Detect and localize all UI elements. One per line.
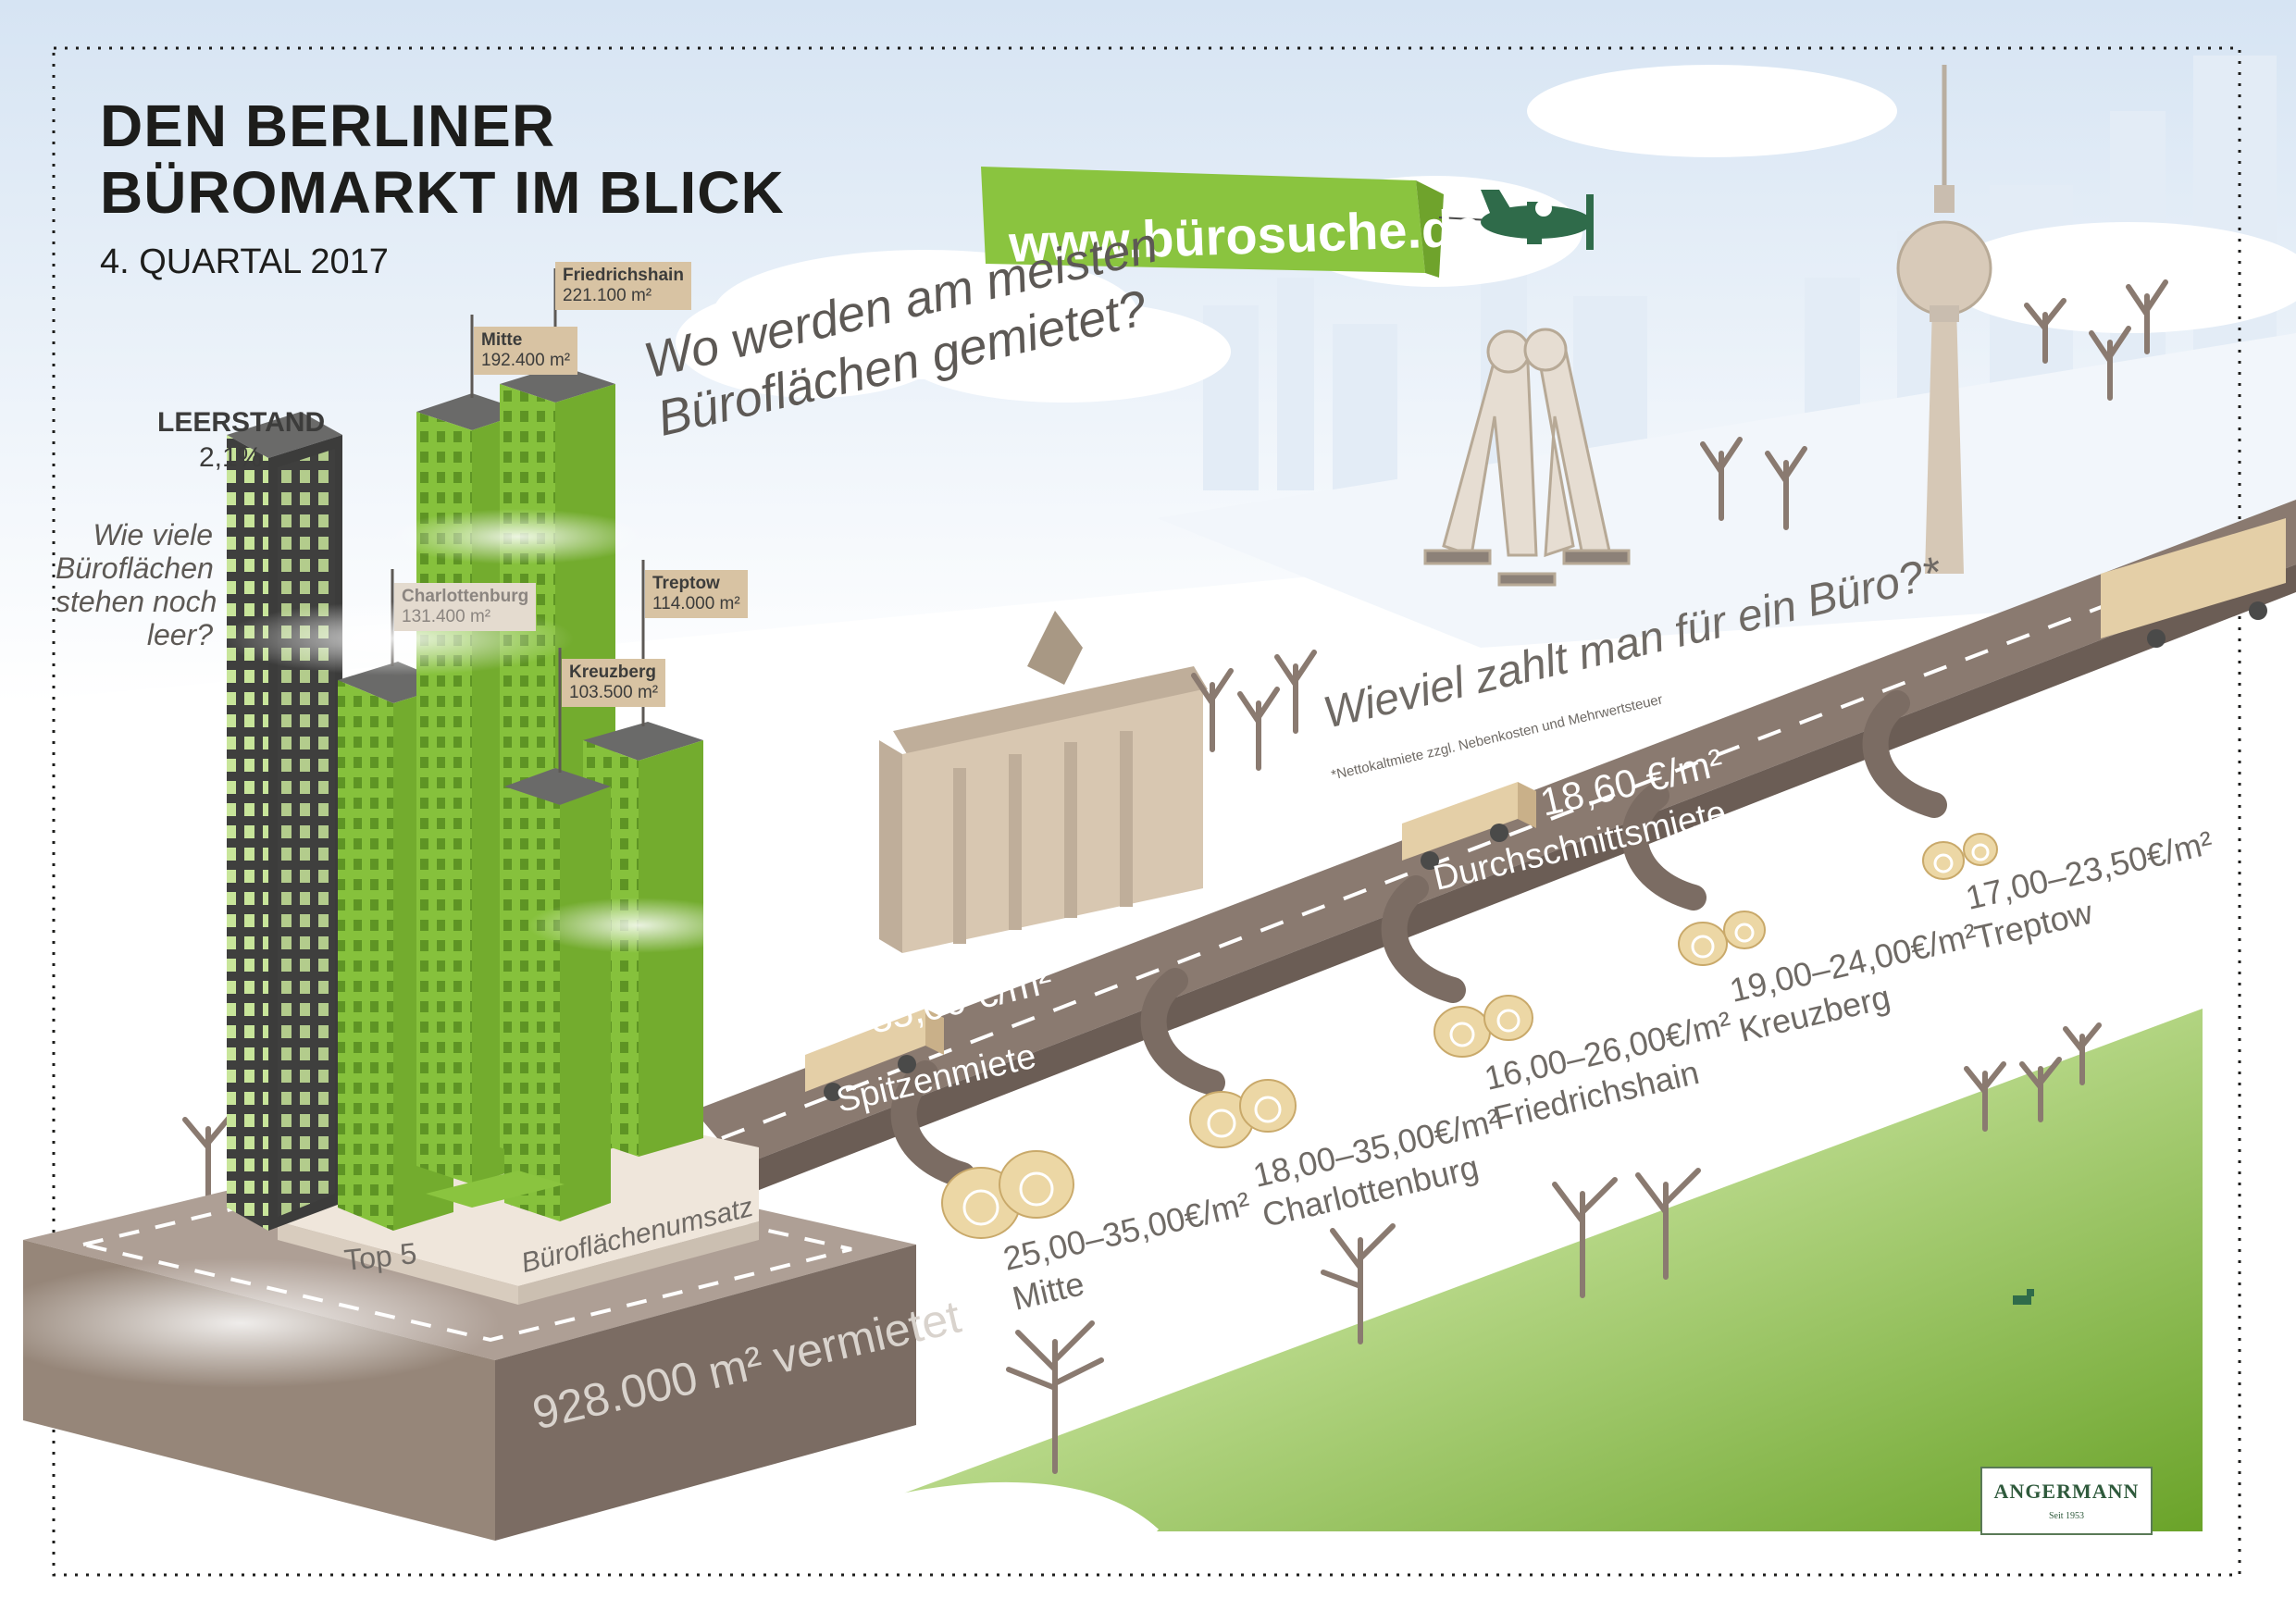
- meadow: [888, 1009, 2203, 1531]
- brandenburg-gate-icon: [879, 611, 1208, 953]
- page-subtitle: 4. QUARTAL 2017: [100, 242, 389, 281]
- mist: [0, 509, 750, 1388]
- dog-icon: [2013, 1289, 2034, 1305]
- airplane-icon: [1481, 190, 1594, 250]
- road-exits: [890, 690, 1947, 1188]
- molecule-man-icon: [1423, 328, 1631, 587]
- money-bag-icon: [941, 833, 1998, 1239]
- angermann-logo[interactable]: ANGERMANN Seit 1953: [1980, 1467, 2153, 1535]
- truck-icon: [805, 1009, 944, 1101]
- vacancy-label: LEERSTAND: [157, 407, 326, 438]
- truck-icon: [2101, 518, 2286, 648]
- tree-icon: [182, 279, 2168, 1474]
- vacancy-tower: [227, 412, 342, 1231]
- tv-tower-icon: [1896, 65, 1992, 574]
- vacancy-value: 2,1%: [199, 442, 263, 473]
- truck-icon: [1402, 782, 1536, 870]
- tower-kreuzberg: [504, 768, 611, 1221]
- logo-since: Seit 1953: [2048, 1511, 2085, 1521]
- logo-name: ANGERMANN: [1993, 1480, 2140, 1503]
- snow-ground: [1157, 333, 2296, 648]
- banner: [981, 167, 1444, 278]
